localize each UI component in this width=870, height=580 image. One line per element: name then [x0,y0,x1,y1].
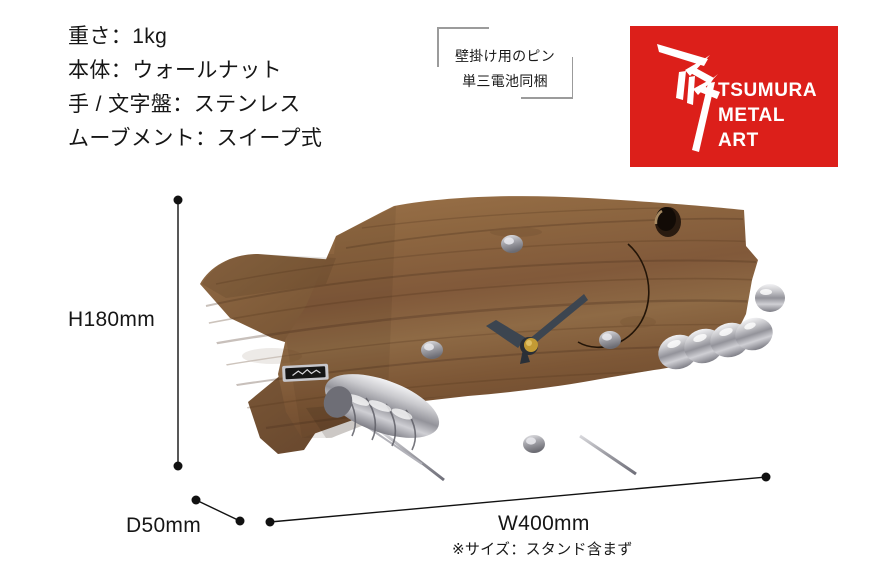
width-dimension-line [265,472,771,527]
nameplate-badge [282,363,329,382]
size-note: ※サイズ：スタンド含まず [452,541,633,558]
clock-center-hub-highlight [526,340,532,346]
metal-pectoral-coil [323,374,440,451]
depth-dimension-label: D50mm [126,514,202,537]
wire-stand-leg-right [579,434,637,476]
bracket-top-line [437,27,489,29]
spec-line-body: 本体：ウォールナット [68,59,282,82]
tsumura-brush-mark-icon [630,26,838,167]
annotation-line-battery: 単三電池同梱 [462,73,548,89]
logo-text-line-1: TSUMURA [718,80,818,101]
logo-text-line-3: ART [718,130,759,151]
spec-line-weight: 重さ：1kg [68,25,168,48]
wire-stand-leg-left [381,430,445,482]
spec-line-hands-dial: 手 / 文字盤：ステンレス [68,93,301,116]
hour-marker-studs [421,235,621,453]
annotation-line-pin: 壁掛け用のピン [454,48,556,64]
hour-marker-stud [501,235,523,253]
bracket-bottom-line [521,97,573,99]
clock-hands [486,294,588,364]
metal-gill-beads [658,284,785,370]
hour-marker-stud [421,341,443,359]
width-dimension-label: W400mm [498,512,590,535]
eye-hole [654,207,681,237]
depth-dimension-line [191,495,245,526]
metal-nose-bead-highlight [760,289,772,295]
height-dimension-line [173,195,183,471]
product-photo [200,196,785,482]
hour-marker-stud [523,435,545,453]
spec-line-movement: ムーブメント：スイープ式 [68,127,323,150]
clock-minute-hand [528,294,588,346]
bracket-left-line [437,27,439,67]
annotation-text: 壁掛け用のピン 単三電池同梱 [430,44,580,94]
bracket-right-line [571,57,573,98]
height-dimension-label: H180mm [68,308,155,331]
brand-logo: TSUMURA METAL ART [630,26,838,167]
clock-hour-hand [486,320,526,348]
logo-text-line-2: METAL [718,105,786,126]
specification-list: 重さ：1kg 本体：ウォールナット 手 / 文字盤：ステンレス ムーブメント：ス… [68,20,322,156]
brand-logo-text: TSUMURA METAL ART [718,78,817,153]
annotation-callout: 壁掛け用のピン 単三電池同梱 [430,18,580,110]
hour-marker-stud [599,331,621,349]
mouth-line [577,243,650,349]
